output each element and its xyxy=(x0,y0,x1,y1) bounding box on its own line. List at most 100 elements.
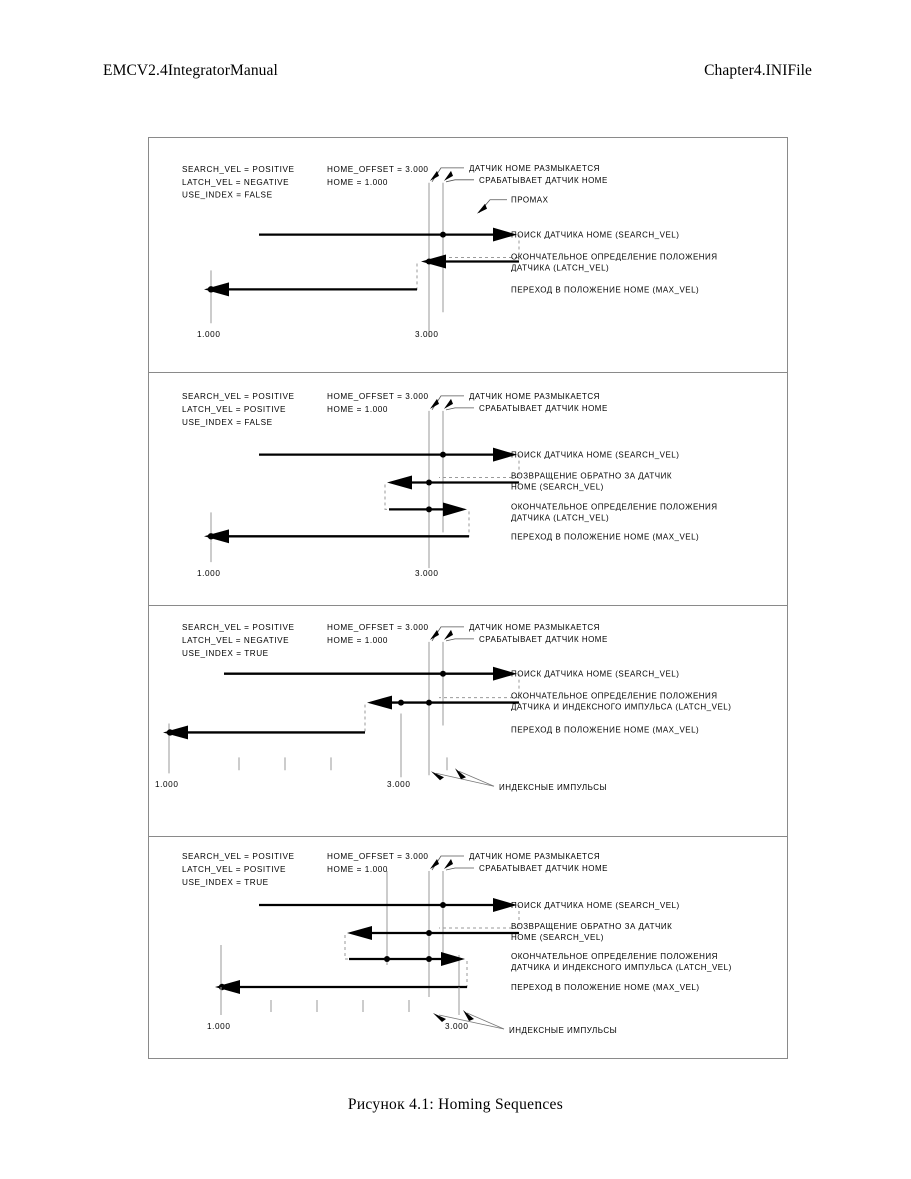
manual-title: EMCV2.4IntegratorManual xyxy=(103,62,278,79)
p1-home: HOME = 1.000 xyxy=(327,178,388,187)
p3-search-trip-dot xyxy=(440,670,446,677)
figure-caption: Рисунок 4.1: Homing Sequences xyxy=(347,1096,564,1113)
p2-backoff-arrow-head xyxy=(387,475,412,490)
p4-latch-sensor-dot xyxy=(384,956,390,962)
p2-callout-arrow-1 xyxy=(430,398,439,409)
p2-tick-label-home: 1.000 xyxy=(197,569,221,578)
p1-step-label-1: ПОИСК ДАТЧИКА HOME (SEARCH_VEL) xyxy=(511,231,679,240)
p2-latch-sensor-dot xyxy=(426,506,432,513)
p4-connector-1 xyxy=(439,905,520,929)
p2-callout-arrow-2 xyxy=(444,398,453,409)
p2-connector-3 xyxy=(211,511,470,537)
p1-connector-1 xyxy=(439,234,520,258)
p2-connector-2 xyxy=(384,484,399,510)
p4-home-dot xyxy=(218,983,226,991)
p2-step-label-2b: HOME (SEARCH_VEL) xyxy=(511,483,604,492)
p1-latch-vel: LATCH_VEL = NEGATIVE xyxy=(182,178,289,187)
p3-tick-label-offset: 3.000 xyxy=(387,780,411,789)
p2-backoff-sensor-dot xyxy=(426,479,432,486)
p3-home-dot xyxy=(166,729,174,736)
p4-callout-label-1: ДАТЧИК HOME РАЗМЫКАЕТСЯ xyxy=(469,852,600,861)
p2-connector-1 xyxy=(439,454,520,479)
p3-home-offset: HOME_OFFSET = 3.000 xyxy=(327,623,429,632)
p4-latch-vel: LATCH_VEL = POSITIVE xyxy=(182,865,286,874)
p3-search-arrow-head xyxy=(493,666,517,681)
p4-home: HOME = 1.000 xyxy=(327,865,388,874)
p4-step-label-2b: HOME (SEARCH_VEL) xyxy=(511,933,604,942)
p1-tick-label-offset: 3.000 xyxy=(415,330,439,339)
panel-4: SEARCH_VEL = POSITIVE LATCH_VEL = POSITI… xyxy=(149,837,787,1058)
p1-home-dot xyxy=(207,286,215,293)
p4-backoff-arrow-head xyxy=(347,926,372,940)
p4-home-offset: HOME_OFFSET = 3.000 xyxy=(327,852,429,861)
p2-use-index: USE_INDEX = FALSE xyxy=(182,418,273,427)
p1-home-offset: HOME_OFFSET = 3.000 xyxy=(327,165,429,174)
p4-callout-label-2: СРАБАТЫВАЕТ ДАТЧИК HOME xyxy=(479,864,608,873)
p2-search-vel: SEARCH_VEL = POSITIVE xyxy=(182,392,295,401)
p4-connector-2 xyxy=(344,935,359,960)
p2-search-arrow-head xyxy=(493,447,517,462)
p3-callout-arrow-1 xyxy=(430,629,439,640)
p1-callout-label-2: СРАБАТЫВАЕТ ДАТЧИК HOME xyxy=(479,176,608,185)
p1-callout-label-1: ДАТЧИК HOME РАЗМЫКАЕТСЯ xyxy=(469,164,600,173)
p2-search-trip-dot xyxy=(440,451,446,458)
p3-search-vel: SEARCH_VEL = POSITIVE xyxy=(182,623,295,632)
p3-use-index: USE_INDEX = TRUE xyxy=(182,649,269,658)
p1-callout-arrow-3 xyxy=(477,203,487,214)
p4-index-leader-2 xyxy=(466,1012,505,1030)
p4-callout-arrow-2 xyxy=(444,859,453,869)
p4-index-pulse-ticks xyxy=(270,1000,460,1012)
p4-search-vel: SEARCH_VEL = POSITIVE xyxy=(182,852,295,861)
panel-3: SEARCH_VEL = POSITIVE LATCH_VEL = NEGATI… xyxy=(149,606,787,837)
p4-search-trip-dot xyxy=(440,902,446,908)
p2-step-label-4: ПЕРЕХОД В ПОЛОЖЕНИЕ HOME (MAX_VEL) xyxy=(511,532,699,541)
p3-index-leader-1 xyxy=(435,772,495,787)
running-head: EMCV2.4IntegratorManual Chapter4.INIFile xyxy=(0,62,911,84)
p3-tick-label-home: 1.000 xyxy=(155,780,179,789)
p1-movehome-arrow-head xyxy=(204,282,229,297)
p4-latch-index-dot xyxy=(426,956,432,962)
p4-tick-label-offset: 3.000 xyxy=(445,1022,469,1031)
p4-step-label-1: ПОИСК ДАТЧИКА HOME (SEARCH_VEL) xyxy=(511,901,680,910)
p4-tick-label-home: 1.000 xyxy=(207,1022,231,1031)
p4-step-label-3a: ОКОНЧАТЕЛЬНОЕ ОПРЕДЕЛЕНИЕ ПОЛОЖЕНИЯ xyxy=(511,952,718,961)
p2-movehome-arrow-head xyxy=(204,529,229,544)
p4-connector-3 xyxy=(221,961,468,988)
p4-latch-arrow-head xyxy=(441,952,465,966)
chapter-title: Chapter4.INIFile xyxy=(704,62,812,79)
p1-step-label-2a: ОКОНЧАТЕЛЬНОЕ ОПРЕДЕЛЕНИЕ ПОЛОЖЕНИЯ xyxy=(511,252,718,261)
p1-latch-arrow-head xyxy=(421,254,446,269)
p4-callout-leader-2 xyxy=(445,867,474,871)
p1-search-arrow-head xyxy=(493,227,517,242)
p4-step-label-3b: ДАТЧИКА И ИНДЕКСНОГО ИМПУЛЬСА (LATCH_VEL… xyxy=(511,963,732,972)
p3-index-label: ИНДЕКСНЫЕ ИМПУЛЬСЫ xyxy=(499,783,607,792)
p2-callout-leader-2 xyxy=(445,407,474,411)
p4-index-label: ИНДЕКСНЫЕ ИМПУЛЬСЫ xyxy=(509,1026,617,1035)
p2-step-label-2a: ВОЗВРАЩЕНИЕ ОБРАТНО ЗА ДАТЧИК xyxy=(511,472,672,481)
p4-step-label-4: ПЕРЕХОД В ПОЛОЖЕНИЕ HOME (MAX_VEL) xyxy=(511,983,700,992)
p2-step-label-3a: ОКОНЧАТЕЛЬНОЕ ОПРЕДЕЛЕНИЕ ПОЛОЖЕНИЯ xyxy=(511,502,718,511)
p1-tick-label-home: 1.000 xyxy=(197,330,221,339)
p4-use-index: USE_INDEX = TRUE xyxy=(182,878,269,887)
p3-movehome-arrow-head xyxy=(163,725,188,740)
p4-step-label-2a: ВОЗВРАЩЕНИЕ ОБРАТНО ЗА ДАТЧИК xyxy=(511,922,672,931)
p3-callout-leader-2 xyxy=(445,638,474,642)
p3-connector-1 xyxy=(439,673,520,699)
p3-callout-arrow-2 xyxy=(444,629,453,640)
p4-index-leader-1 xyxy=(438,1014,505,1030)
p3-connector-2 xyxy=(169,704,366,733)
p1-callout-leader-2 xyxy=(445,179,474,183)
p3-latch-sensor-dot xyxy=(426,699,432,706)
p2-home-dot xyxy=(207,533,215,540)
p1-use-index: USE_INDEX = FALSE xyxy=(182,191,273,200)
p2-latch-vel: LATCH_VEL = POSITIVE xyxy=(182,405,286,414)
p4-index-arrow-1 xyxy=(433,1013,446,1022)
p3-home: HOME = 1.000 xyxy=(327,636,388,645)
p3-index-pulse-ticks xyxy=(238,757,448,771)
panel-1: SEARCH_VEL = POSITIVE LATCH_VEL = NEGATI… xyxy=(149,138,787,373)
p2-latch-arrow-head xyxy=(443,502,467,517)
p1-connector-2 xyxy=(211,263,418,290)
p2-step-label-1: ПОИСК ДАТЧИКА HOME (SEARCH_VEL) xyxy=(511,451,679,460)
p4-search-arrow-head xyxy=(493,898,517,912)
p3-step-label-2a: ОКОНЧАТЕЛЬНОЕ ОПРЕДЕЛЕНИЕ ПОЛОЖЕНИЯ xyxy=(511,692,718,701)
